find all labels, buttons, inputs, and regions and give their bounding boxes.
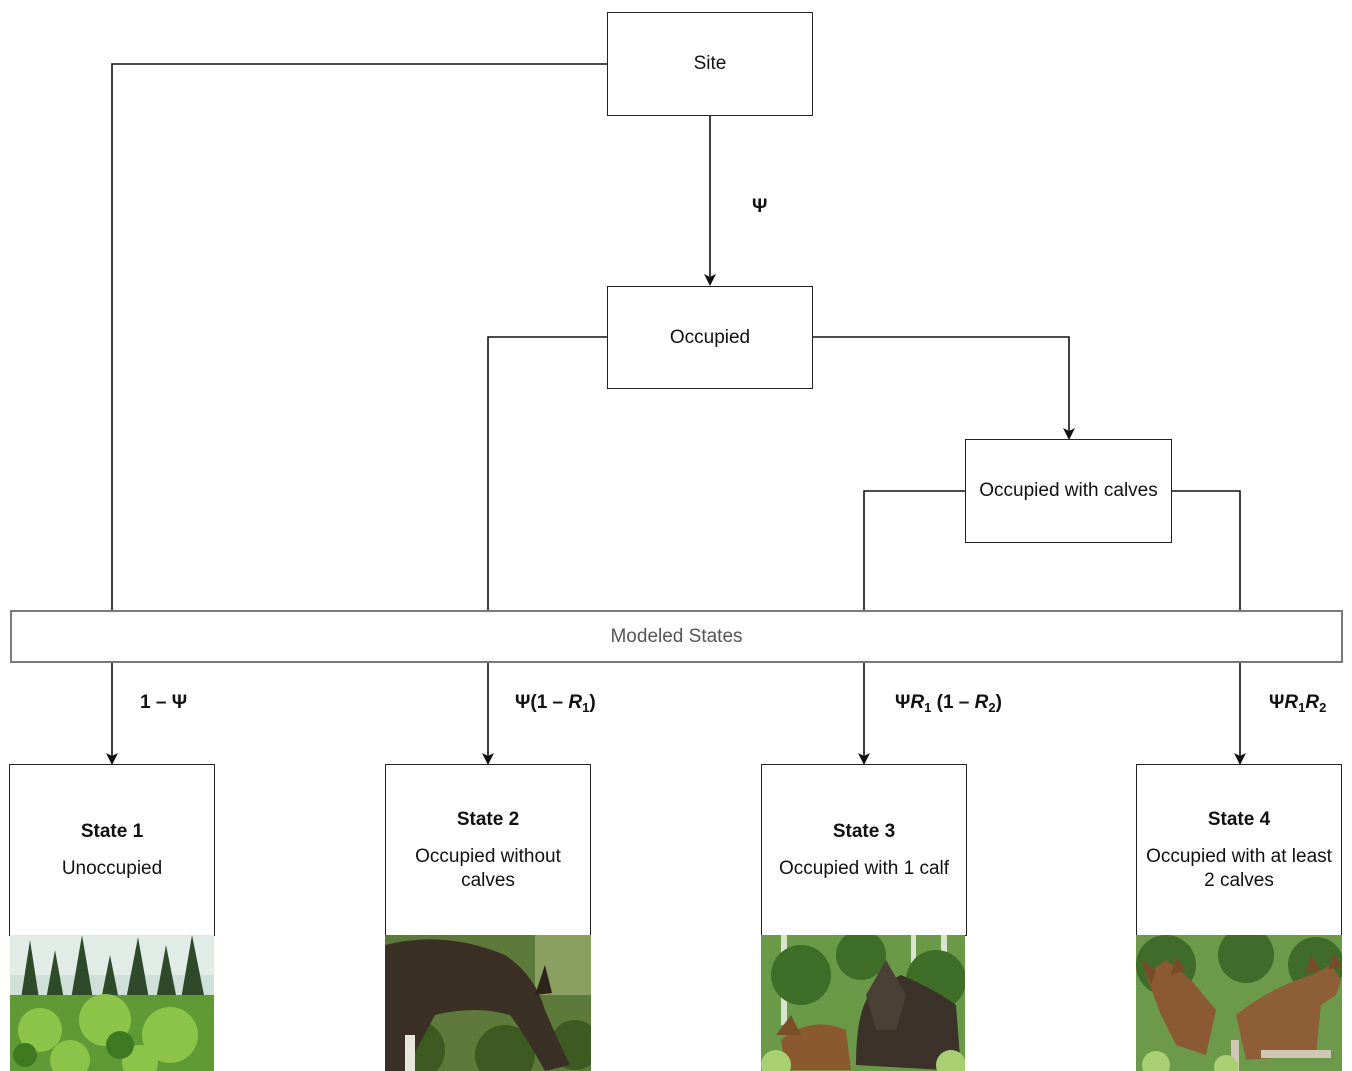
state-4-box: State 4 Occupied with at least 2 calves xyxy=(1136,764,1342,936)
occupied-label: Occupied xyxy=(669,326,751,348)
calves-to-state3-line xyxy=(863,490,966,610)
calves-to-state4-line xyxy=(1171,490,1241,610)
state-3-title: State 3 xyxy=(832,820,896,842)
site-to-state1-line xyxy=(111,63,607,610)
state-2-box: State 2 Occupied without calves xyxy=(385,764,591,936)
state-3-description: Occupied with 1 calf xyxy=(778,857,950,879)
state-4-title: State 4 xyxy=(1207,808,1271,830)
modeled-states-label: Modeled States xyxy=(610,625,743,647)
occupied-node: Occupied xyxy=(607,286,813,389)
one-minus-psi-label: 1 – Ψ xyxy=(140,692,188,713)
state-2-title: State 2 xyxy=(456,808,520,830)
state-3-box: State 3 Occupied with 1 calf xyxy=(761,764,967,936)
state-2-moose-photo xyxy=(385,935,591,1071)
state-1-forest-photo xyxy=(10,935,214,1071)
state-4-moose-calves-photo xyxy=(1136,935,1342,1071)
state-1-description: Unoccupied xyxy=(61,857,163,879)
site-node: Site xyxy=(607,12,813,116)
occupied-to-calves-arrow xyxy=(812,336,1075,440)
state-1-box: State 1 Unoccupied xyxy=(9,764,215,936)
occupied-to-state2-line xyxy=(487,336,607,610)
occupied-with-calves-label: Occupied with calves xyxy=(979,480,1158,501)
state2-probability-label: Ψ(1 – R1) xyxy=(515,692,596,715)
state4-probability-label: ΨR1R2 xyxy=(1269,692,1327,715)
state-3-moose-calf-photo xyxy=(761,935,965,1071)
state-1-title: State 1 xyxy=(80,820,144,842)
psi-label: Ψ xyxy=(752,196,768,217)
state-2-description: Occupied without calves xyxy=(415,845,561,891)
state3-probability-label: ΨR1 (1 – R2) xyxy=(895,692,1002,715)
occupied-with-calves-node: Occupied with calves xyxy=(965,439,1172,543)
modeled-states-band: Modeled States xyxy=(10,610,1343,663)
site-label: Site xyxy=(693,53,727,74)
state-4-description: Occupied with at least 2 calves xyxy=(1146,845,1332,891)
